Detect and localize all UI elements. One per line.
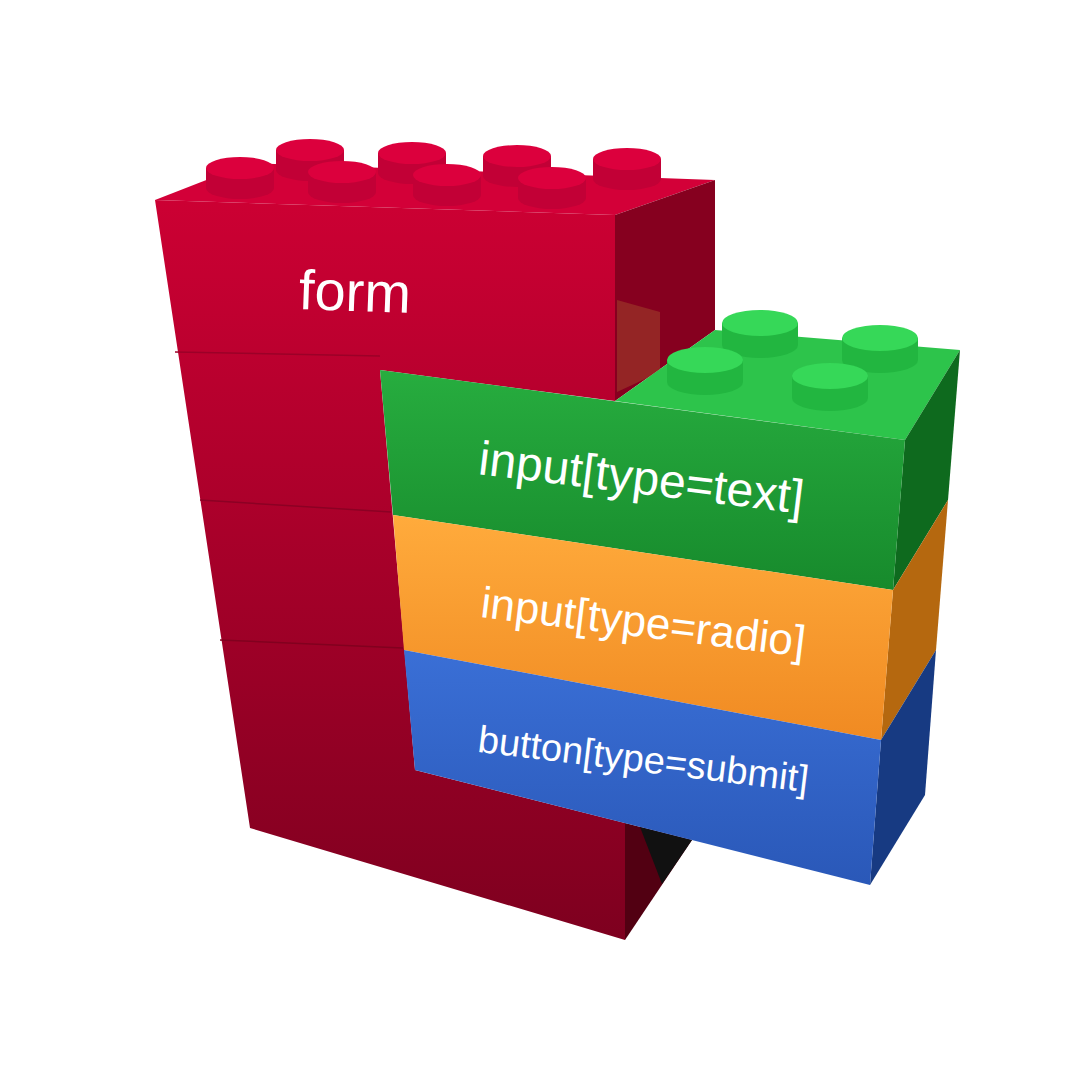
stud-top [378,142,446,164]
stud-top [276,139,344,161]
stud-top [413,164,481,186]
field-brick: button[type=submit] [400,640,945,895]
brick-seam [220,640,403,648]
brick-seam [200,500,391,512]
brick-stud [667,347,743,395]
brick-stud [308,161,376,203]
brick-seam [175,352,380,356]
stud-top [842,325,918,351]
brick-stud [518,167,586,209]
form-brick: input[type=text]input[type=radio]button[… [140,120,980,960]
brick-stud [413,164,481,206]
stud-top [792,363,868,389]
brick-label: form [298,259,412,324]
brick-stud [206,157,274,199]
stud-top [483,145,551,167]
brick-stud [792,363,868,411]
stud-top [308,161,376,183]
brick-front [404,650,881,885]
stud-top [722,310,798,336]
brick-stud [593,148,661,190]
stud-top [206,157,274,179]
stud-top [593,148,661,170]
stud-top [667,347,743,373]
brick-stud [722,310,798,358]
brick-side [625,823,692,940]
stud-top [518,167,586,189]
brick-side [870,650,936,885]
